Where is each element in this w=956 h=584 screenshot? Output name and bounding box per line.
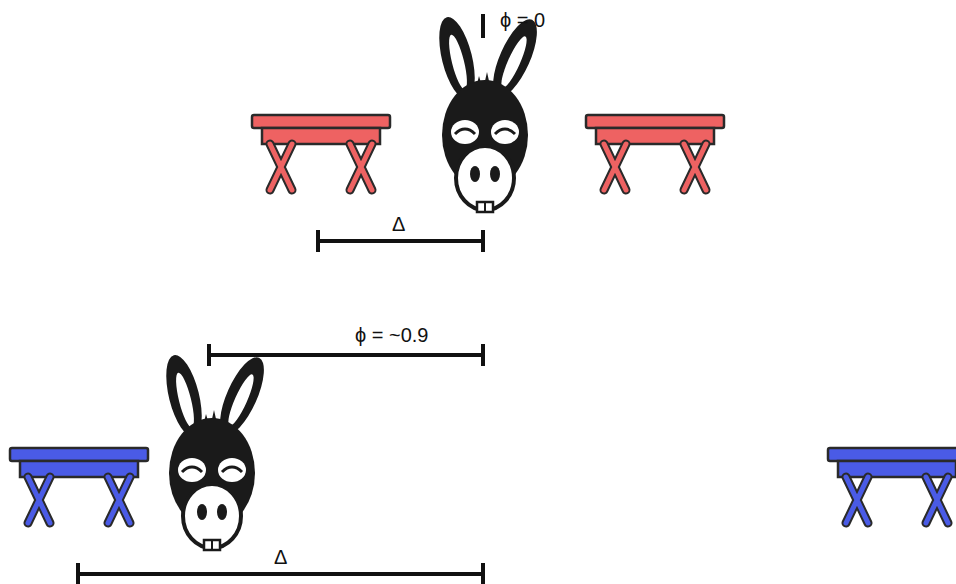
- trough: [252, 115, 390, 190]
- dimension-label: Δ: [274, 547, 287, 567]
- donkey-head: [432, 14, 546, 212]
- trough: [828, 448, 956, 523]
- donkey-head: [159, 352, 273, 550]
- trough: [586, 115, 724, 190]
- angle-label: ϕ = ~0.9: [355, 325, 428, 345]
- dimension-label: Δ: [392, 214, 405, 234]
- phi-tick: [481, 14, 485, 38]
- trough: [10, 448, 148, 523]
- angle-label: ϕ = 0: [500, 10, 545, 30]
